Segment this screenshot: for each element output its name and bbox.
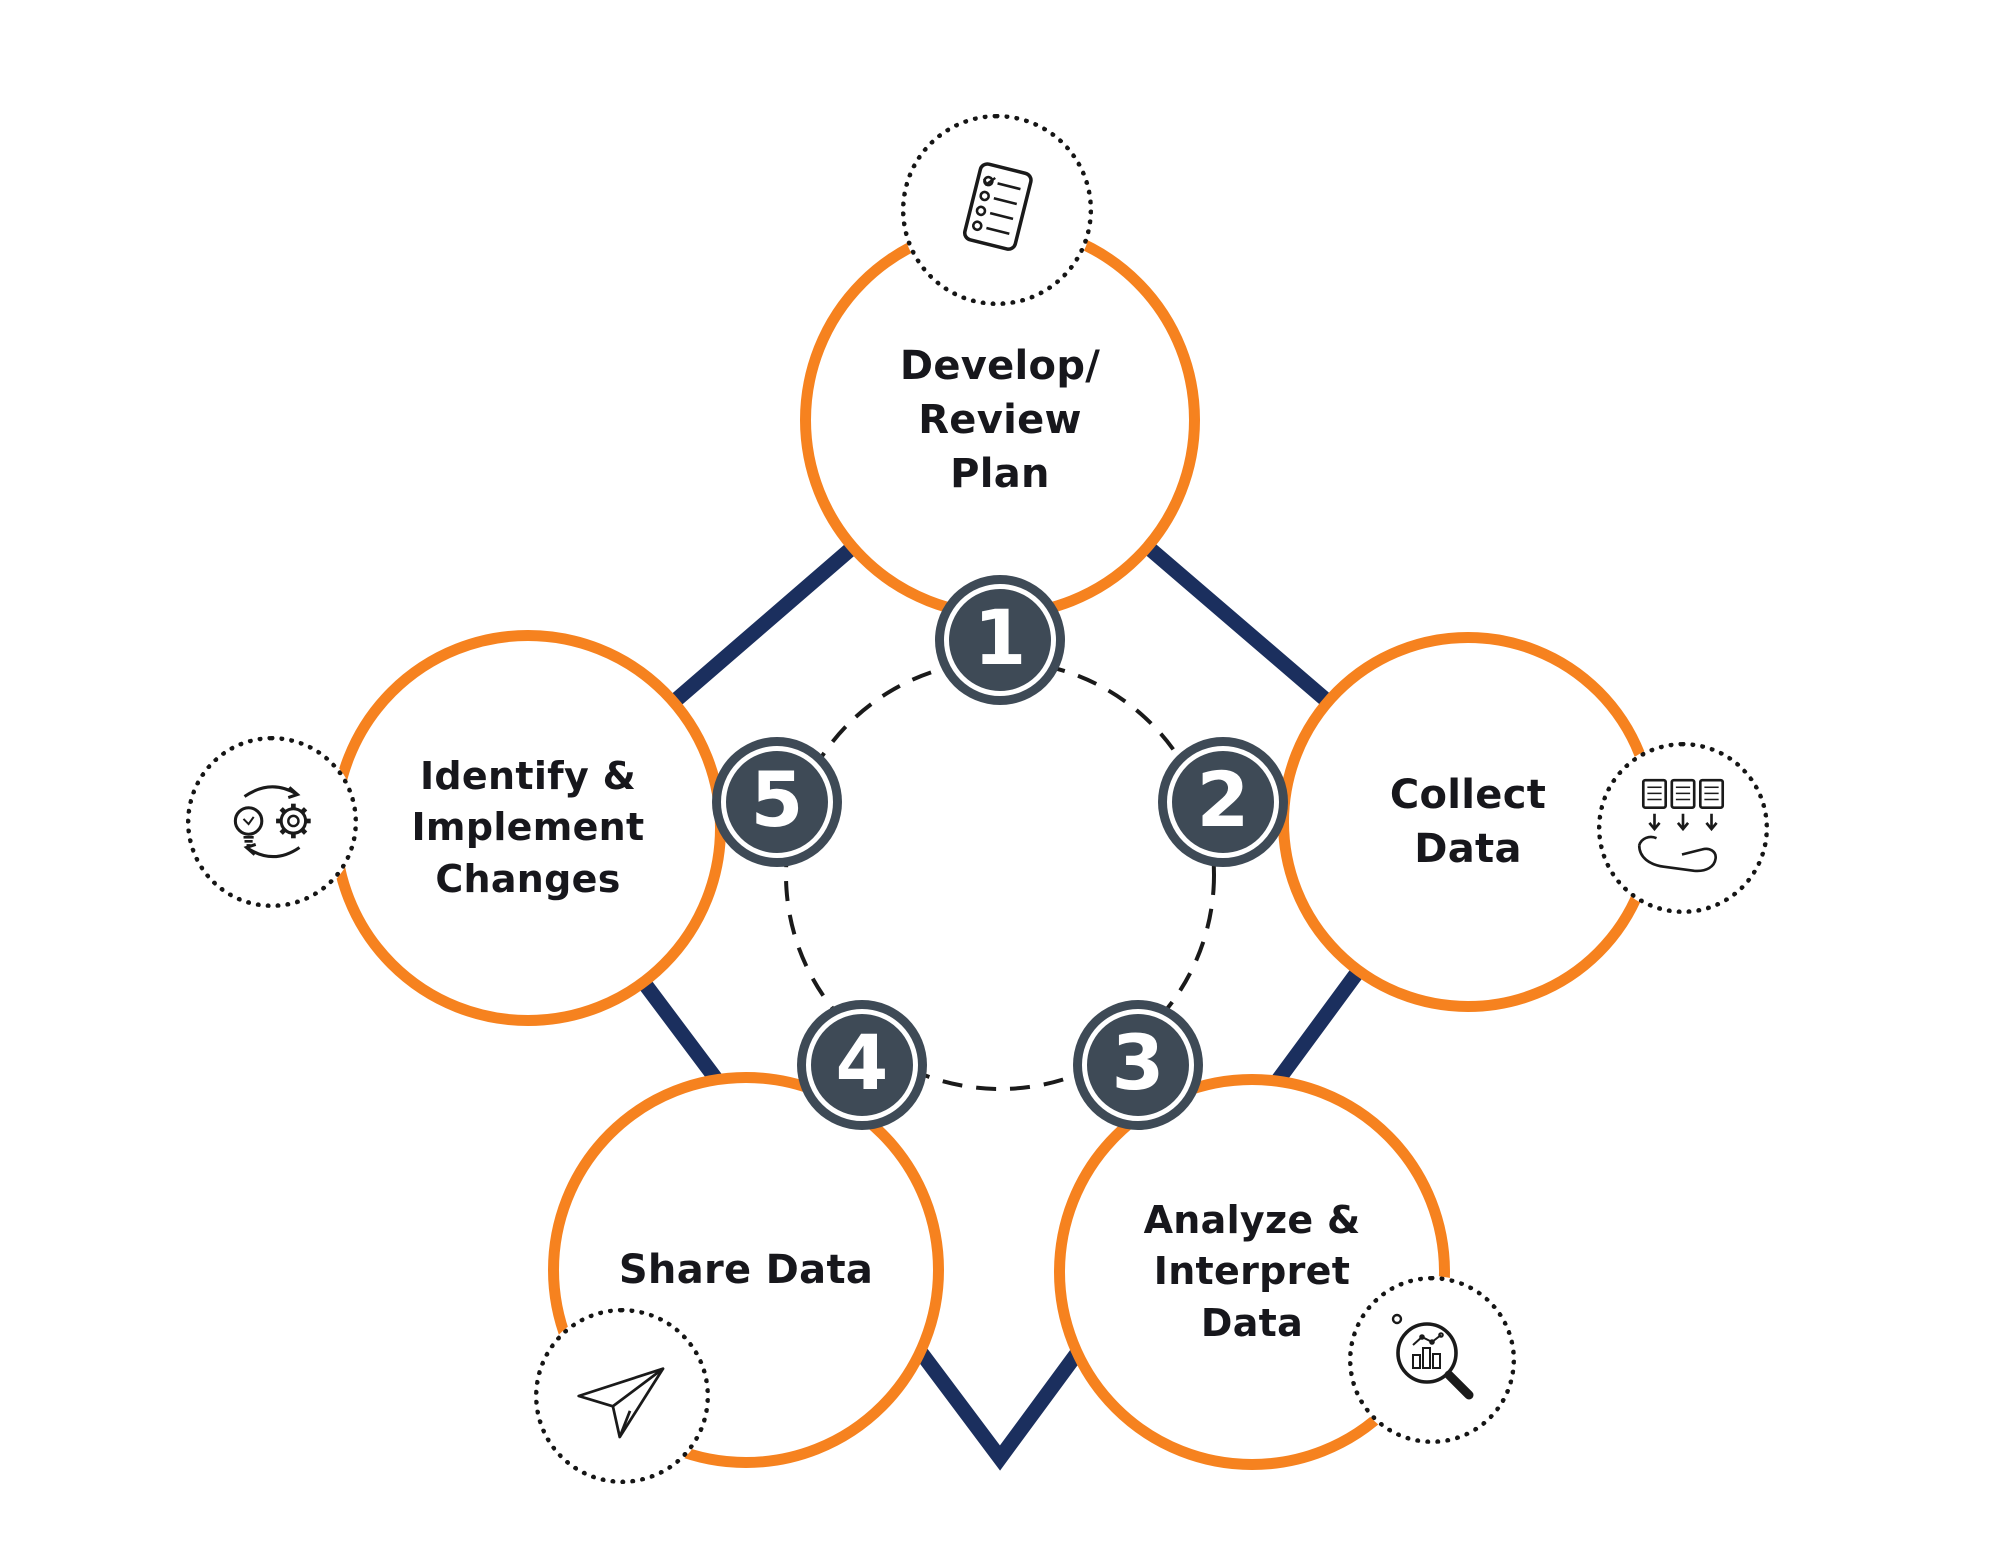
- collect-data-icon: [1637, 778, 1725, 873]
- lightbulb-gear-icon: [233, 785, 311, 859]
- analyze-data-icon-bubble: [1348, 1276, 1516, 1444]
- step-1-number-badge: 1: [944, 584, 1056, 696]
- step-circle-identify-implement-changes: Identify & Implement Changes: [330, 630, 726, 1026]
- collect-data-icon-bubble: [1597, 742, 1769, 914]
- step-label-share-data: Share Data: [618, 1247, 874, 1293]
- step-circle-collect-data: Collect Data: [1278, 632, 1658, 1012]
- step-5-number-badge: 5: [721, 746, 833, 858]
- step-2-number-badge: 2: [1167, 746, 1279, 858]
- share-data-icon: [577, 1367, 665, 1439]
- cycle-dashed-circle: [784, 659, 1216, 1091]
- identify-changes-icon-bubble: [186, 736, 358, 908]
- step-label-collect-data: Collect Data: [1389, 772, 1547, 872]
- step-label-analyze-interpret-data: Analyze & Interpret Data: [1143, 1198, 1361, 1345]
- develop-plan-icon-bubble: [901, 114, 1093, 306]
- step-label-develop-review-plan: Develop/ Review Plan: [899, 343, 1101, 497]
- analyze-data-icon: [1391, 1313, 1474, 1400]
- step-label-identify-implement-changes: Identify & Implement Changes: [411, 754, 645, 901]
- step-4-number-badge: 4: [806, 1009, 918, 1121]
- share-data-icon-bubble: [534, 1308, 710, 1484]
- checklist-icon: [962, 162, 1033, 251]
- step-3-number-badge: 3: [1082, 1009, 1194, 1121]
- step-circle-share-data: Share Data: [548, 1072, 944, 1468]
